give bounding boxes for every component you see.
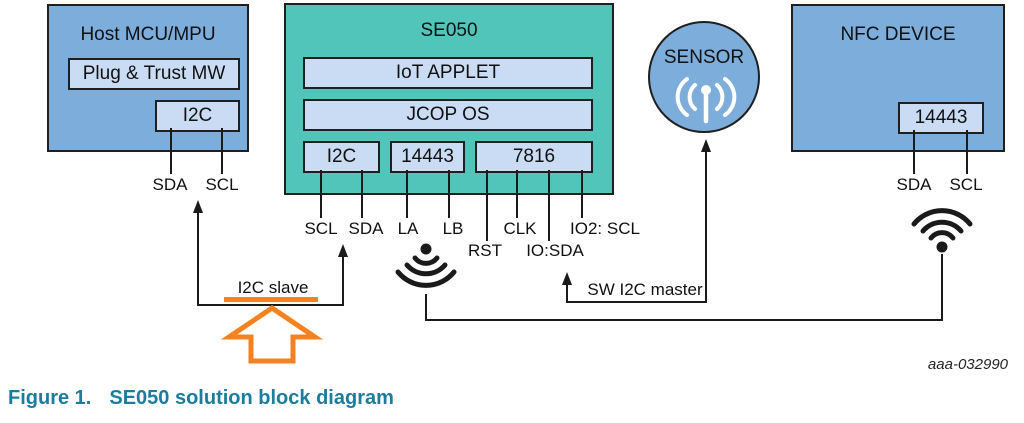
- nfc-device-title: NFC DEVICE: [840, 24, 956, 45]
- host-mcu-title: Host MCU/MPU: [80, 24, 216, 45]
- wifi-up-icon: [911, 208, 973, 253]
- se050-pin-label-lb: LB: [442, 219, 464, 238]
- arrowhead-to-host-bus: [193, 200, 203, 213]
- arrowhead-to-se050-bus: [338, 244, 348, 257]
- sensor-title: SENSOR: [663, 47, 745, 68]
- i2c-slave-label: I2C slave: [237, 278, 309, 297]
- nfc-pin-label-sda: SDA: [896, 175, 932, 194]
- se050-7816-box: 7816: [475, 141, 593, 173]
- arrowhead-to-sensor: [701, 139, 711, 152]
- se050-14443-box: 14443: [390, 141, 465, 173]
- se050-pin-label-rst: RST: [468, 241, 502, 260]
- sw-i2c-master-label: SW I2C master: [587, 280, 703, 299]
- nfc-device-box: NFC DEVICE 14443: [791, 4, 1005, 152]
- nfc-14443-box: 14443: [898, 102, 984, 134]
- host-mcu-box: Host MCU/MPU Plug & Trust MW I2C: [47, 4, 249, 152]
- figure-caption-text: SE050 solution block diagram: [109, 387, 394, 409]
- se050-pin-label-io2-scl: IO2: SCL: [570, 219, 640, 238]
- host-pin-label-sda: SDA: [152, 175, 188, 194]
- nfc-pin-label-scl: SCL: [949, 175, 983, 194]
- arrowhead-to-io-sda: [562, 272, 572, 285]
- i2c-slave-underline: [224, 297, 318, 302]
- se050-box: SE050 IoT APPLET JCOP OS I2C 14443 7816: [284, 3, 614, 195]
- block-up-arrow-icon: [220, 304, 324, 364]
- iot-applet-box: IoT APPLET: [303, 57, 593, 89]
- se050-pin-label-clk: CLK: [503, 219, 537, 238]
- jcop-os-box: JCOP OS: [303, 99, 593, 131]
- plug-and-trust-mw-box: Plug & Trust MW: [68, 58, 240, 90]
- sensor-circle: SENSOR: [648, 21, 760, 133]
- watermark-id: aaa-032990: [927, 356, 1008, 373]
- se050-title: SE050: [420, 20, 478, 41]
- se050-pin-label-sda: SDA: [348, 219, 384, 238]
- host-i2c-box: I2C: [155, 100, 240, 132]
- se050-pin-label-io-sda: IO:SDA: [526, 241, 584, 260]
- se050-i2c-box: I2C: [303, 141, 380, 173]
- se050-pin-label-la: LA: [397, 219, 419, 238]
- figure-caption-number: Figure 1.: [8, 387, 92, 409]
- host-pin-label-scl: SCL: [205, 175, 239, 194]
- figure-caption: Figure 1. SE050 solution block diagram: [8, 387, 394, 410]
- wifi-down-icon: [395, 243, 457, 288]
